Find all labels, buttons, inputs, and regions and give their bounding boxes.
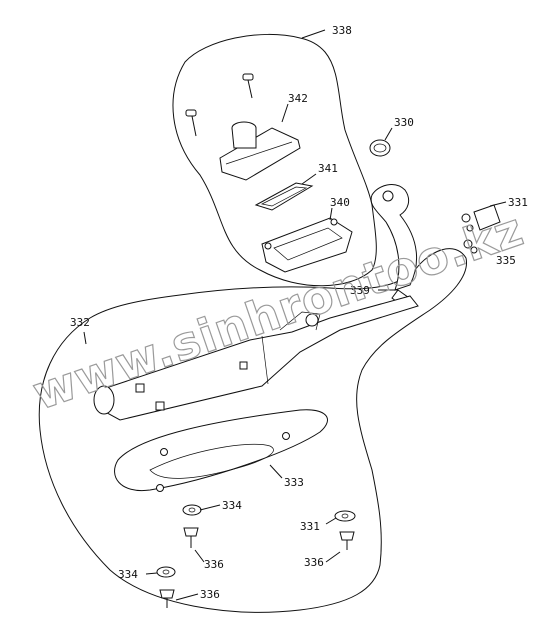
watermark-text: www.sinhrontoo.kz bbox=[26, 202, 530, 421]
callout-336-c: 336 bbox=[200, 588, 220, 601]
part-342-cap-assembly bbox=[185, 73, 301, 181]
part-333-heat-shield bbox=[114, 409, 328, 492]
part-340-flange bbox=[261, 217, 353, 273]
lower-group-outline bbox=[38, 248, 467, 613]
part-330-ring bbox=[369, 139, 391, 157]
callout-331: 331 bbox=[508, 196, 528, 209]
callout-331-b: 331 bbox=[300, 520, 320, 533]
callout-342: 342 bbox=[288, 92, 308, 105]
callout-339: 339 bbox=[350, 284, 370, 297]
part-341-gasket bbox=[254, 182, 314, 211]
callout-336-b: 336 bbox=[304, 556, 324, 569]
fasteners bbox=[156, 504, 356, 608]
callout-330: 330 bbox=[394, 116, 414, 129]
callout-341: 341 bbox=[318, 162, 338, 175]
part-332-muffler bbox=[93, 295, 419, 421]
callout-334-a: 334 bbox=[222, 499, 242, 512]
callout-335: 335 bbox=[496, 254, 516, 267]
part-331-335-fittings bbox=[461, 204, 501, 254]
leader-lines bbox=[83, 29, 507, 601]
callout-332: 332 bbox=[70, 316, 90, 329]
callout-338: 338 bbox=[332, 24, 352, 37]
callout-340: 340 bbox=[330, 196, 350, 209]
upper-group-outline bbox=[172, 33, 377, 287]
callout-333: 333 bbox=[284, 476, 304, 489]
callout-336-a: 336 bbox=[204, 558, 224, 571]
callout-334-b: 334 bbox=[118, 568, 138, 581]
